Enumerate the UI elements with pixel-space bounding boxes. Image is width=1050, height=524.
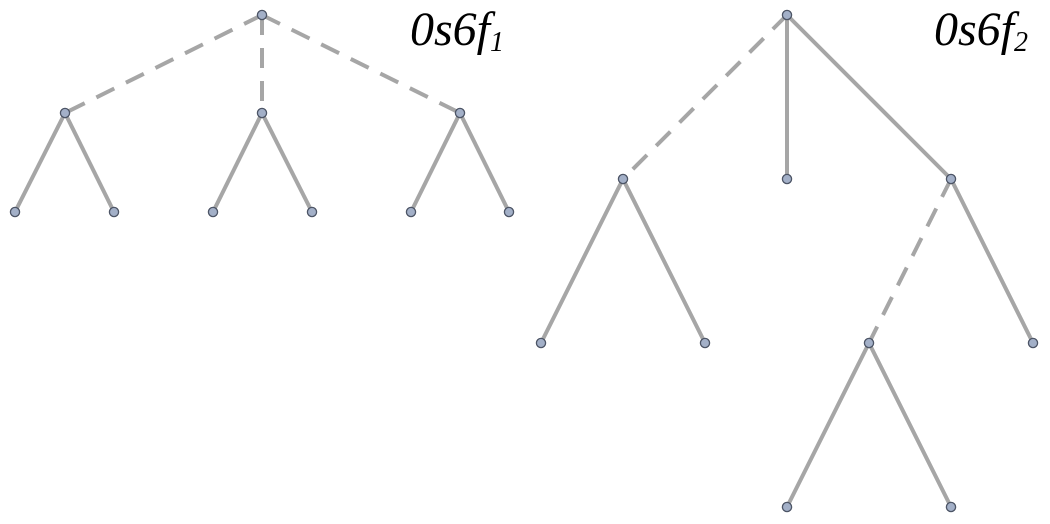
edge-R-R1	[867, 178, 953, 344]
edge-b-b2	[260, 112, 314, 213]
node-root	[256, 9, 268, 21]
node-L2	[699, 337, 711, 349]
tree-label-subscript: 1	[490, 27, 505, 58]
edge-root-c	[261, 13, 461, 115]
edge-c-c1	[409, 112, 462, 213]
node-a1	[9, 206, 21, 218]
node-R2	[1027, 337, 1039, 349]
edge-L-L2	[621, 178, 707, 344]
node-b1	[207, 206, 219, 218]
node-b2	[306, 206, 318, 218]
edge-L-L1	[539, 178, 625, 344]
edge-root-a	[64, 13, 263, 115]
tree-0s6f2	[535, 9, 1039, 513]
tree-label-base: 0s6f	[410, 3, 491, 56]
node-a2	[108, 206, 120, 218]
tree-label-0s6f1: 0s6f1	[410, 3, 504, 57]
edge-a-a1	[13, 112, 67, 213]
node-c1	[405, 206, 417, 218]
edge-b-b1	[211, 112, 264, 213]
tree-0s6f1	[9, 9, 515, 218]
tree-label-0s6f2: 0s6f2	[934, 3, 1028, 57]
node-L1	[535, 337, 547, 349]
node-M	[781, 173, 793, 185]
tree-label-subscript: 2	[1014, 27, 1029, 58]
node-R	[945, 173, 957, 185]
edge-R1-R11	[785, 342, 871, 508]
edge-R-R2	[949, 178, 1035, 344]
node-b	[256, 107, 268, 119]
edge-root-R	[785, 13, 953, 181]
node-c	[454, 107, 466, 119]
tree-label-base: 0s6f	[934, 3, 1015, 56]
node-R1	[863, 337, 875, 349]
node-L	[617, 173, 629, 185]
edge-c-c2	[458, 112, 511, 213]
node-a	[59, 107, 71, 119]
edge-R1-R12	[867, 342, 953, 508]
node-R12	[945, 501, 957, 513]
node-R11	[781, 501, 793, 513]
node-c2	[503, 206, 515, 218]
edge-root-L	[621, 13, 789, 181]
edge-a-a2	[63, 112, 116, 213]
node-root	[781, 9, 793, 21]
